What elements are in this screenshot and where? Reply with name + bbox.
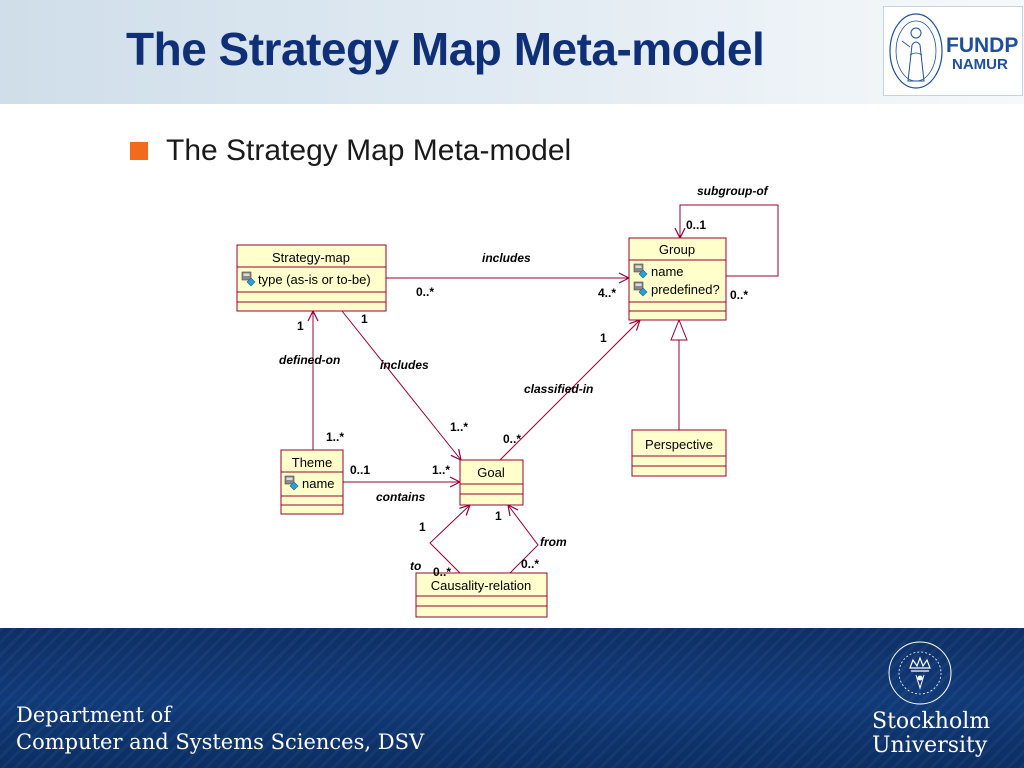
assoc-group-subgroup-of [680, 204, 779, 277]
mult-to-causality: 0..* [433, 565, 451, 579]
class-strategy-map-name: Strategy-map [272, 250, 350, 265]
mult-to-goal: 1 [419, 520, 426, 534]
mult-sm-group-sm: 0..* [416, 285, 434, 299]
fundp-seal-icon [889, 13, 943, 89]
stockholm-university-wordmark: Stockholm University [872, 710, 1022, 758]
bullet-text: The Strategy Map Meta-model [166, 134, 572, 167]
class-goal-name: Goal [477, 465, 505, 480]
assoc-causality-to-goal [429, 505, 470, 574]
class-group-attr-predefined: predefined? [651, 282, 720, 297]
class-goal: Goal [459, 459, 524, 506]
class-group-name: Group [659, 242, 695, 257]
role-labels: includes subgroup-of defined-on includes… [279, 184, 769, 573]
mult-subgroup-bottom: 0..* [730, 288, 748, 302]
association-lines [313, 204, 779, 574]
stockholm-university-crown-seal-icon [888, 641, 952, 705]
uml-class-diagram: Strategy-map type (as-is or to-be) Group… [236, 184, 779, 618]
role-to: to [410, 559, 421, 573]
role-defined-on: defined-on [279, 353, 340, 367]
role-subgroup-of: subgroup-of [697, 184, 769, 198]
mult-sm-goal-goal: 1..* [450, 420, 468, 434]
footer-texture [0, 628, 1024, 768]
class-group-attr-name: name [651, 264, 684, 279]
bullet-square-icon [130, 142, 148, 160]
class-causality-relation: Causality-relation [415, 572, 548, 618]
department-name: Department of Computer and Systems Scien… [16, 702, 424, 756]
role-classified-in: classified-in [524, 382, 593, 396]
fundp-wordmark: FUNDP NAMUR [946, 35, 1020, 73]
assoc-causality-from-goal [508, 505, 539, 574]
role-includes-diag: includes [380, 358, 429, 372]
fundp-logo-line1: FUNDP [946, 34, 1019, 57]
slide-title: The Strategy Map Meta-model [126, 23, 765, 75]
mult-theme-goal-goal: 1..* [432, 463, 450, 477]
class-perspective-name: Perspective [645, 437, 713, 452]
generalization-triangle [670, 318, 688, 341]
university-line1: Stockholm [872, 709, 991, 734]
class-theme-attr-name: name [302, 476, 335, 491]
role-includes-top: includes [482, 251, 531, 265]
mult-group-goal-goal: 0..* [503, 432, 521, 446]
footer-banner: Department of Computer and Systems Scien… [0, 628, 1024, 768]
mult-from-causality: 0..* [521, 557, 539, 571]
class-strategy-map: Strategy-map type (as-is or to-be) [236, 244, 387, 312]
mult-sm-goal-sm: 1 [361, 312, 368, 326]
fundp-logo: FUNDP NAMUR [883, 6, 1023, 96]
class-theme-name: Theme [292, 455, 332, 470]
mult-group-goal-group: 1 [600, 331, 607, 345]
class-strategy-map-attr-type: type (as-is or to-be) [258, 272, 371, 287]
mult-theme-goal-theme: 0..1 [350, 463, 370, 477]
class-theme: Theme name [280, 449, 344, 515]
department-line1: Department of [16, 703, 172, 727]
university-line2: University [872, 733, 988, 758]
mult-sm-theme-theme: 1..* [326, 430, 344, 444]
class-causality-relation-name: Causality-relation [431, 578, 531, 593]
department-line2: Computer and Systems Sciences, DSV [16, 730, 425, 754]
multiplicity-labels: 0..* 4..* 0..1 0..* 1 1..* 1 1..* 1 0..*… [297, 218, 748, 579]
role-from: from [540, 535, 567, 549]
mult-sm-theme-sm: 1 [297, 319, 304, 333]
mult-from-goal: 1 [495, 509, 502, 523]
mult-sm-group-group: 4..* [598, 286, 616, 300]
header-banner [0, 0, 1024, 104]
class-group: Group name predefined? [628, 237, 727, 321]
fundp-logo-line2: NAMUR [952, 56, 1008, 73]
assoc-goal-classified-in-group [499, 320, 640, 461]
class-perspective: Perspective [631, 429, 727, 477]
assoc-strategy-map-includes-goal [341, 310, 461, 460]
role-contains: contains [376, 490, 426, 504]
mult-subgroup-top: 0..1 [686, 218, 706, 232]
